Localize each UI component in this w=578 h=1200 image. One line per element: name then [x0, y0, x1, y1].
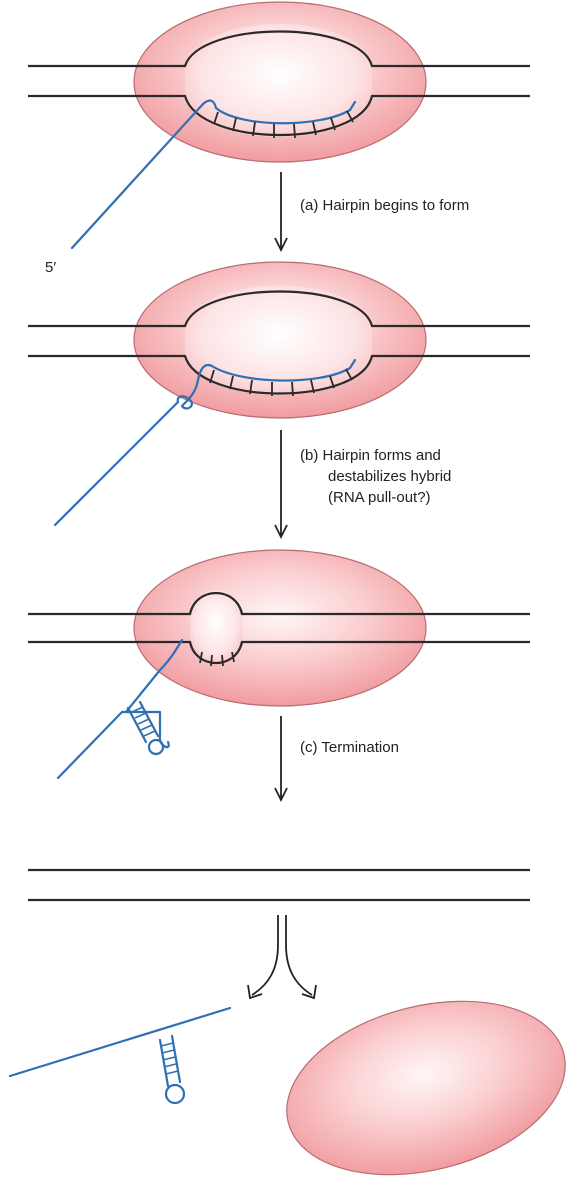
stage-4-released — [8, 868, 566, 1176]
released-rna — [8, 1006, 232, 1105]
dna-top-strand-2 — [28, 290, 530, 328]
dna-top-strand-3 — [28, 591, 530, 616]
rna-dna-hybrid-rungs-3 — [199, 651, 235, 667]
rna-dna-hybrid-rungs-1 — [213, 110, 354, 139]
rna-transcript-2 — [53, 358, 357, 527]
rna-transcript-3 — [56, 638, 184, 780]
arrow-c — [274, 716, 288, 803]
five-prime-label: 5′ — [45, 259, 56, 276]
arrow-a — [274, 172, 288, 253]
stage-1-elongation: 5′ — [28, 1, 530, 276]
rna-hairpin-3 — [126, 700, 165, 756]
released-rna-polymerase — [286, 1000, 566, 1176]
dna-bottom-strand-1 — [28, 94, 530, 136]
rna-polymerase-3 — [133, 549, 427, 707]
arrow-b — [274, 430, 288, 540]
release-arrows — [247, 915, 317, 1000]
dna-bottom-strand-3 — [28, 640, 530, 665]
stage-3-hairpin-formed — [28, 549, 530, 780]
rna-transcript-1 — [70, 99, 357, 250]
dna-top-strand-1 — [28, 30, 530, 68]
transcription-bubble-2 — [185, 285, 372, 395]
dna-bottom-strand-2 — [28, 354, 530, 395]
transcription-bubble-3 — [190, 590, 242, 663]
transcription-bubble-1 — [185, 24, 372, 137]
step-b-label-line2: destabilizes hybrid — [328, 468, 451, 485]
step-c-label: (c) Termination — [300, 739, 399, 756]
step-b-label-line1: (b) Hairpin forms and — [300, 447, 441, 464]
stage-2-hairpin-forming — [28, 261, 530, 527]
rna-dna-hybrid-rungs-2 — [209, 368, 353, 397]
step-a-label: (a) Hairpin begins to form — [300, 197, 469, 214]
step-b-label-line3: (RNA pull-out?) — [328, 489, 431, 506]
